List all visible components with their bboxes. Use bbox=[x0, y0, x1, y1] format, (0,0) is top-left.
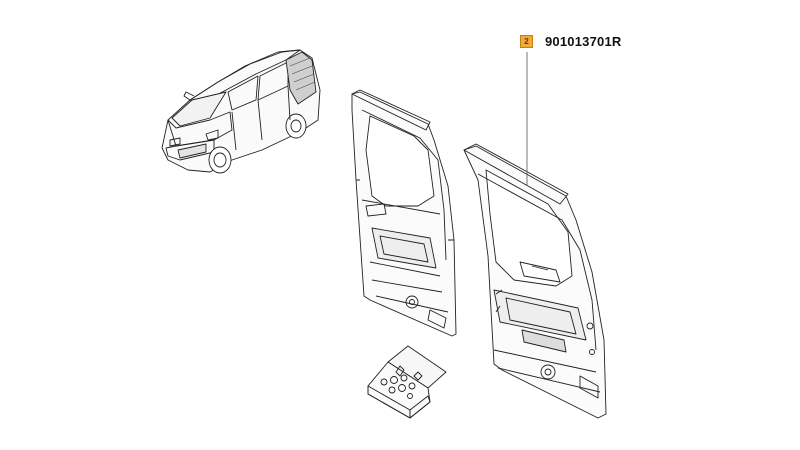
right-rear-door-panel bbox=[464, 144, 606, 418]
fastener-kit-box bbox=[368, 346, 446, 418]
left-rear-door-panel bbox=[352, 90, 456, 336]
part-number-label[interactable]: 901013701R bbox=[545, 34, 622, 49]
vehicle-locator-illustration bbox=[162, 50, 320, 173]
part-callout[interactable]: 2 901013701R bbox=[520, 34, 621, 49]
callout-number-badge[interactable]: 2 bbox=[520, 35, 533, 48]
